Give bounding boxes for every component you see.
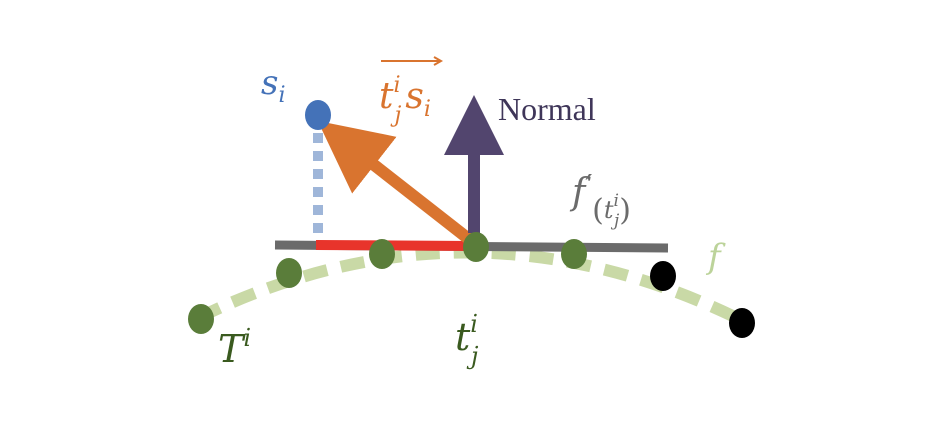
label-normal: Normal (498, 91, 596, 127)
label-f-prime-t-sub: j (610, 211, 620, 231)
label-f-prime-t-sup: i (614, 191, 619, 211)
label-t-j-i-sup: i (470, 310, 478, 338)
label-T-i: Ti (218, 324, 251, 371)
green-point (369, 239, 395, 269)
label-f: f (705, 237, 726, 277)
label-f-prime-t: t (604, 196, 614, 224)
green-point (188, 304, 214, 334)
red-segment (315, 240, 471, 251)
green-point (561, 239, 587, 269)
label-f-prime-open: ( (592, 193, 604, 228)
black-point (729, 308, 755, 338)
label-T-i-base: T (218, 327, 246, 371)
green-point (463, 232, 489, 262)
green-point (276, 258, 302, 288)
label-f-prime-close: ) (619, 193, 631, 228)
label-s-i-sub: i (278, 83, 285, 108)
label-T-i-sup: i (243, 324, 251, 352)
label-s-i: si (261, 63, 286, 108)
label-vector-s: s (405, 76, 423, 117)
label-f-prime-mark: ′ (585, 169, 592, 204)
label-vector-t: t (379, 76, 394, 117)
black-point (650, 261, 676, 291)
blue-point (305, 100, 331, 130)
label-vector-t-sup: i (393, 73, 400, 98)
vector-arrow (317, 120, 474, 245)
label-vector-s-sub: i (424, 97, 431, 122)
vector-overline-head (433, 56, 444, 66)
label-s-i-base: s (261, 63, 278, 103)
label-t-j-i-base: t (455, 315, 471, 359)
